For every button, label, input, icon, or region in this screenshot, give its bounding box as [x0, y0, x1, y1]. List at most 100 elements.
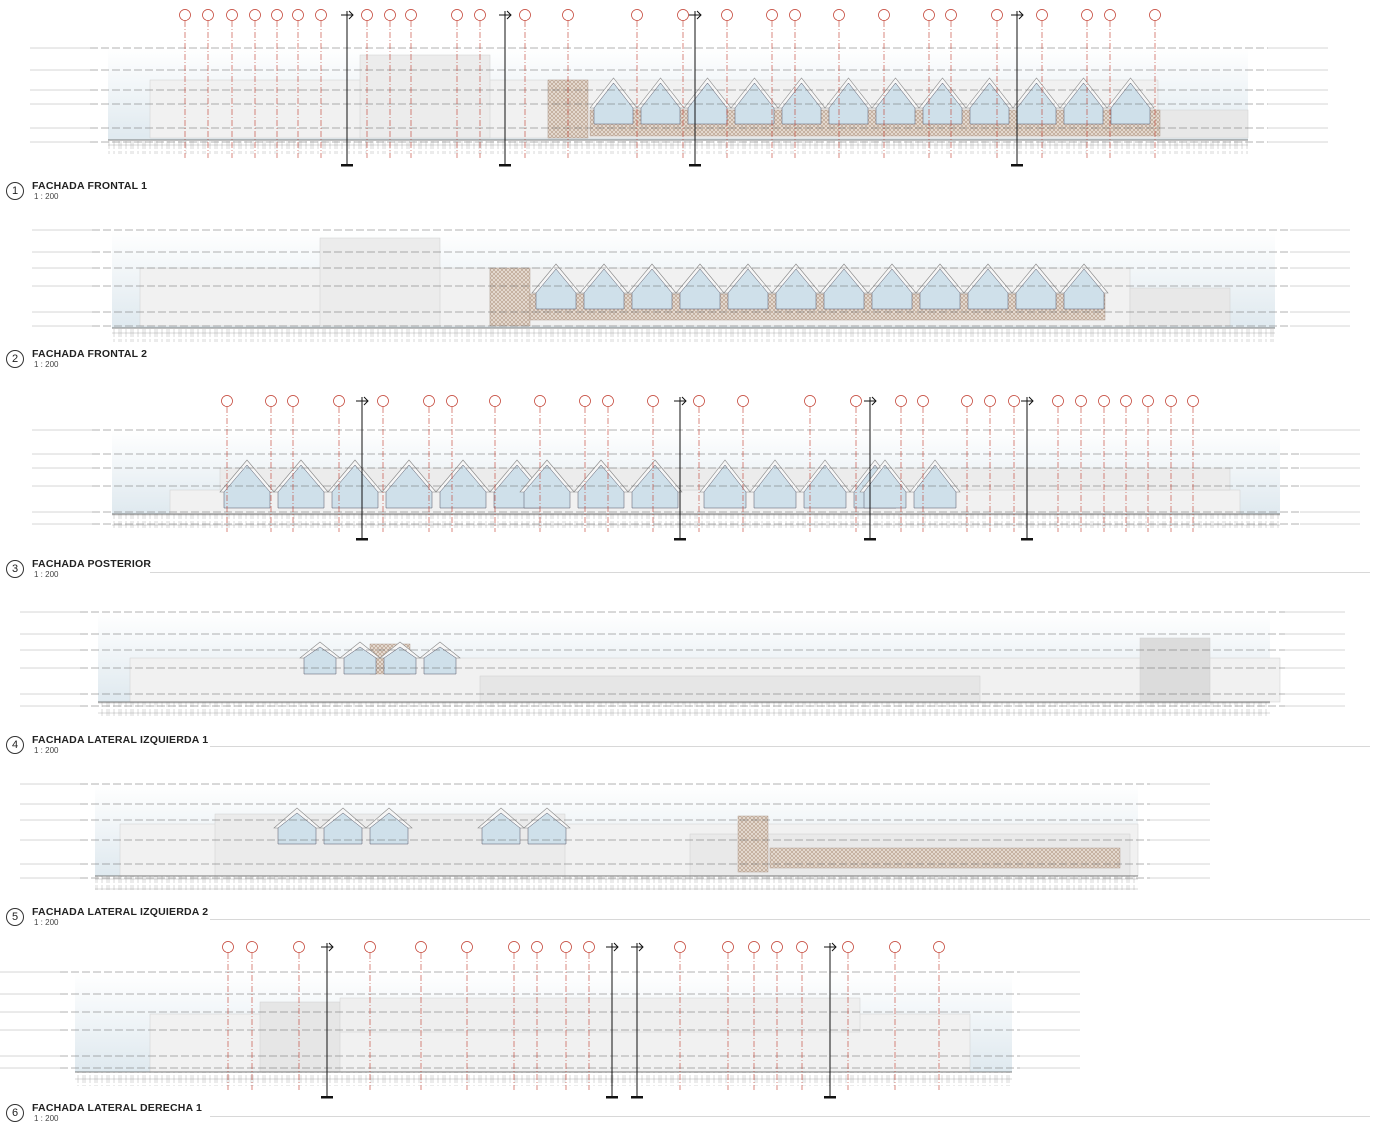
grid-bubble [423, 395, 435, 407]
gable-window [703, 464, 747, 509]
section-arrow-icon [356, 396, 369, 406]
grid-bubble [361, 9, 373, 21]
grid-bubble [748, 941, 760, 953]
section-arrow-icon [674, 396, 687, 406]
gable-window [823, 268, 865, 310]
grid-bubble [804, 395, 816, 407]
ground-hatch [112, 328, 1275, 342]
gable-window [919, 268, 961, 310]
building-mass [319, 237, 441, 327]
grid-bubble [1036, 9, 1048, 21]
grid-bubble [1120, 395, 1132, 407]
elevation-title-block: 6 FACHADA LATERAL DERECHA 1 1 : 200 [6, 1102, 202, 1124]
view-number-badge: 4 [6, 736, 24, 754]
grid-bubble [721, 9, 733, 21]
grid-bubble [1098, 395, 1110, 407]
elevation-title-block: 3 FACHADA POSTERIOR 1 : 200 [6, 558, 151, 580]
grid-bubble [923, 9, 935, 21]
lattice-panel [529, 293, 1106, 321]
gable-window [967, 268, 1009, 310]
view-number-badge: 1 [6, 182, 24, 200]
building-mass [1139, 637, 1211, 703]
grid-bubble [674, 941, 686, 953]
elevation-scale: 1 : 200 [34, 918, 59, 927]
section-mark [606, 1096, 618, 1099]
grid-bubble [202, 9, 214, 21]
elevation-fachada-lateral-izquierda-1: 4 FACHADA LATERAL IZQUIERDA 1 1 : 200 [0, 598, 1376, 758]
view-number-badge: 2 [6, 350, 24, 368]
elevation-scale: 1 : 200 [34, 1114, 59, 1123]
section-arrow-icon [631, 942, 644, 952]
section-arrow-icon [824, 942, 837, 952]
grid-bubble [933, 941, 945, 953]
elevation-drawing [20, 783, 1210, 890]
elevation-drawing [20, 611, 1345, 716]
gable-window [803, 464, 847, 509]
elevation-scale: 1 : 200 [34, 746, 59, 755]
ground-hatch [95, 876, 1138, 890]
elevation-fachada-frontal-2: 2 FACHADA FRONTAL 2 1 : 200 [0, 208, 1376, 378]
building-mass [1157, 109, 1249, 139]
grid-bubble [579, 395, 591, 407]
section-mark [1011, 164, 1023, 167]
gable-window [631, 268, 673, 310]
view-number-badge: 3 [6, 560, 24, 578]
section-mark [689, 164, 701, 167]
grid-bubble [221, 395, 233, 407]
section-mark [341, 164, 353, 167]
elevation-title: FACHADA LATERAL IZQUIERDA 2 [32, 906, 209, 918]
grid-bubble [265, 395, 277, 407]
gable-window [1063, 268, 1105, 310]
section-mark [674, 538, 686, 541]
gable-window [343, 646, 377, 675]
grid-bubble [384, 9, 396, 21]
grid-bubble [1187, 395, 1199, 407]
ground-hatch [108, 140, 1248, 154]
section-mark [321, 1096, 333, 1099]
gable-window [223, 464, 271, 509]
grid-bubble [961, 395, 973, 407]
grid-bubble [377, 395, 389, 407]
grid-bubble [737, 395, 749, 407]
elevation-fachada-lateral-izquierda-2: 5 FACHADA LATERAL IZQUIERDA 2 1 : 200 [0, 764, 1376, 932]
section-arrow-icon [341, 10, 354, 20]
grid-bubble [315, 9, 327, 21]
gable-window [423, 646, 457, 675]
view-number-badge: 5 [6, 908, 24, 926]
grid-bubble [1075, 395, 1087, 407]
grid-bubble [850, 395, 862, 407]
grid-bubble [562, 9, 574, 21]
grid-bubble [222, 941, 234, 953]
elevation-title: FACHADA LATERAL DERECHA 1 [32, 1102, 203, 1114]
elevation-title: FACHADA FRONTAL 1 [32, 180, 148, 192]
gable-window [969, 82, 1010, 125]
gable-window [369, 812, 409, 845]
grid-bubble [415, 941, 427, 953]
grid-bubble [1165, 395, 1177, 407]
elevation-title-block: 4 FACHADA LATERAL IZQUIERDA 1 1 : 200 [6, 734, 208, 756]
grid-bubble [489, 395, 501, 407]
grid-bubble [1104, 9, 1116, 21]
grid-bubble [226, 9, 238, 21]
gable-window [527, 812, 567, 845]
section-arrow-icon [1011, 10, 1024, 20]
gable-window [922, 82, 963, 125]
grid-bubble [796, 941, 808, 953]
section-arrow-icon [1021, 396, 1034, 406]
grid-bubble [693, 395, 705, 407]
gable-window [577, 464, 625, 509]
elevation-drawing [30, 9, 1328, 167]
gable-window [863, 464, 907, 509]
elevation-title: FACHADA POSTERIOR [32, 558, 152, 570]
grid-bubble [789, 9, 801, 21]
gable-window [277, 812, 317, 845]
grid-bubble [878, 9, 890, 21]
grid-bubble [246, 941, 258, 953]
grid-bubble [1149, 9, 1161, 21]
ground-hatch [75, 1072, 1012, 1086]
gable-window [583, 268, 625, 310]
elevation-fachada-lateral-derecha-1: 6 FACHADA LATERAL DERECHA 1 1 : 200 [0, 934, 1376, 1129]
elevation-scale: 1 : 200 [34, 360, 59, 369]
section-mark [1021, 538, 1033, 541]
gable-window [481, 812, 521, 845]
